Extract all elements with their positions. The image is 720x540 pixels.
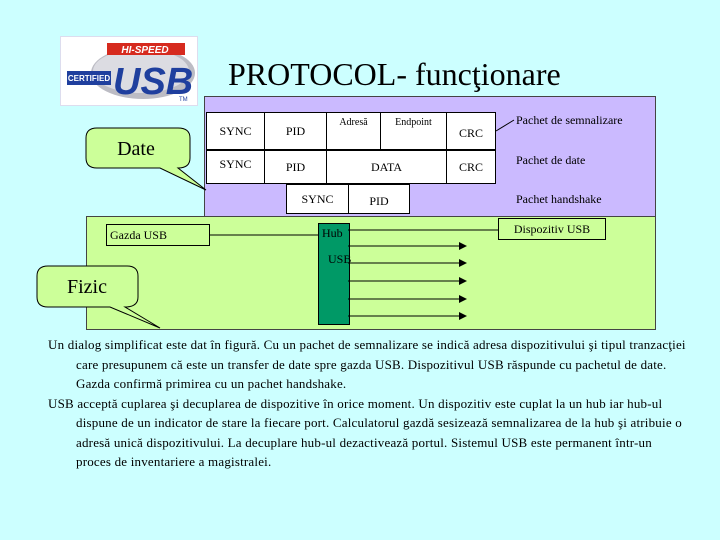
data-sync-field: SYNC [207,151,265,183]
token-sync-label: SYNC [219,123,252,138]
data-sync-label: SYNC [219,157,252,171]
certified-banner [67,71,111,85]
hi-speed-banner [107,43,185,55]
physical-callout-text: Fizic [67,276,107,298]
hub-usb-label: USB [328,252,352,266]
data-packet: SYNC PID DATA CRC [206,150,496,184]
data-callout-bubble [85,127,207,191]
handshake-pid-label: PID [369,194,389,208]
hub-label: Hub [322,226,343,240]
handshake-sync-label: SYNC [301,191,334,206]
token-endpoint-label: Endpoint [395,117,432,128]
token-sync-field: SYNC [207,113,265,149]
logo-side-text: CERTIFIED [68,74,110,83]
token-packet-label: Pachet de semnalizare [516,113,623,127]
logo-mark: TM [179,97,188,103]
usb-host-label: Gazda USB [110,227,167,242]
token-endpoint-field: Endpoint [381,113,447,149]
physical-callout-bubble [36,265,161,329]
usb-hub [318,223,350,325]
token-address-label: Adresă [339,117,368,128]
token-packet: SYNC PID Adresă Endpoint CRC [206,112,496,150]
data-packet-label: Pachet de date [516,153,586,167]
token-crc-label: CRC [458,126,483,140]
logo-main-text: USB [113,61,193,103]
paragraph-dialog: Un dialog simplificat este dat în figură… [48,337,686,391]
token-pid-field: PID [265,113,327,149]
token-address-field: Adresă [327,113,381,149]
data-payload-label: DATA [370,159,403,174]
data-pid-field: PID [265,151,327,183]
usb-logo-graphic: HI-SPEED CERTIFIED USB TM [67,43,195,103]
usb-hi-speed-logo: HI-SPEED CERTIFIED USB TM [60,36,198,106]
handshake-packet-label: Pachet handshake [516,192,602,206]
data-callout-text: Date [117,138,155,160]
page-title: PROTOCOL- funcţionare [228,56,561,92]
usb-device-label: Dispozitiv USB [513,221,591,236]
data-crc-label: CRC [458,159,483,174]
token-pid-label: PID [285,123,306,138]
usb-host-box: Gazda USB [106,224,210,246]
logo-top-text: HI-SPEED [121,45,168,56]
handshake-pid-field: PID [349,185,409,213]
token-crc-field: CRC [447,113,495,149]
handshake-sync-field: SYNC [287,185,349,213]
handshake-packet: SYNC PID [286,184,410,214]
data-crc-field: CRC [447,151,495,183]
token-label-connector [495,119,515,132]
description-text: Un dialog simplificat este dat în figură… [48,335,688,472]
data-payload-field: DATA [327,151,447,183]
usb-device-box: Dispozitiv USB [498,218,606,240]
paragraph-hotplug: USB acceptă cuplarea şi decuplarea de di… [48,395,682,470]
data-pid-label: PID [285,159,306,174]
